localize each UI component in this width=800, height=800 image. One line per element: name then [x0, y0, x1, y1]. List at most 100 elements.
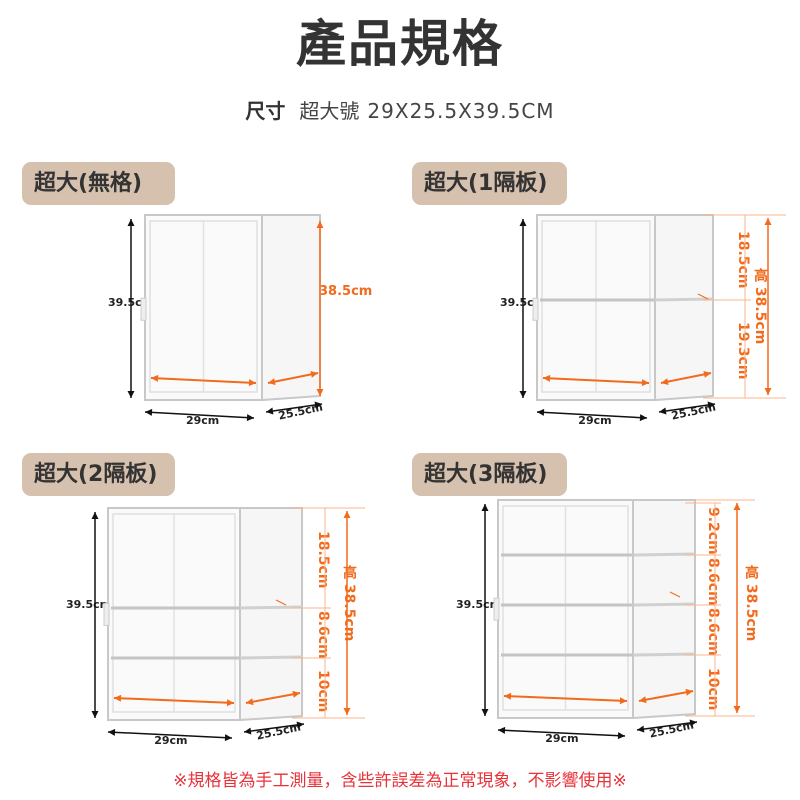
inner-width-arrow-head — [504, 692, 512, 700]
inner-height-label: 高 38.5cm — [341, 565, 357, 642]
inner-height-arrow-head — [733, 503, 741, 510]
width-arrow-head — [224, 734, 232, 742]
section-height-label: 9.2cm — [705, 506, 721, 555]
shelf-side — [632, 552, 696, 557]
inner-width-label: 28.5cm — [584, 362, 638, 377]
inner-height-label: 高 38.5cm — [752, 268, 768, 345]
width-label: 29cm — [185, 414, 220, 427]
inner-height-arrow-head — [343, 511, 351, 518]
panel-label-3: 超大(3隔板) — [412, 453, 567, 496]
height-arrow-head — [519, 391, 527, 398]
inner-height-arrow-head — [343, 708, 351, 715]
depth-arrow-head — [266, 407, 274, 415]
size-line: 尺寸超大號 29X25.5X39.5CM — [0, 95, 800, 124]
size-value: 29X25.5X39.5CM — [367, 99, 555, 123]
height-arrow-head — [481, 504, 489, 511]
section-height-label: 8.6cm — [705, 607, 721, 656]
shelf-side — [239, 655, 303, 660]
inner-height-arrow-head — [316, 389, 324, 396]
height-arrow-head — [519, 219, 527, 226]
shelf-note-line: 約0.7cm — [640, 580, 678, 590]
inner-height-label: 高 38.5cm — [743, 565, 759, 642]
width-arrow-head — [145, 408, 153, 416]
section-height-label: 10cm — [705, 667, 721, 710]
inner-width-arrow-head — [543, 374, 551, 382]
inner-width-arrow-head — [641, 379, 649, 387]
height-arrow-head — [127, 219, 135, 226]
width-arrow-head — [537, 408, 545, 416]
inner-width-arrow — [113, 697, 235, 704]
inner-depth-label: 23.5cm — [263, 356, 319, 383]
depth-arrow-head — [637, 725, 645, 733]
width-arrow-head — [639, 414, 647, 422]
section-height-label: 19.3cm — [735, 322, 751, 380]
inner-width-arrow-head — [114, 694, 122, 702]
page-title: 產品規格 — [296, 15, 504, 73]
shelf-side — [632, 602, 696, 607]
inner-depth-label: 23.5cm — [634, 674, 690, 701]
depth-label: 25.5cm — [255, 720, 302, 743]
shelf-note-line: 約0.7cm — [668, 282, 706, 292]
width-label: 29cm — [578, 414, 612, 427]
shelf-side — [632, 652, 696, 657]
depth-label: 25.5cm — [648, 718, 695, 741]
footnote: ※規格皆為手工測量，含些許誤差為正常現象，不影響使用※ — [173, 771, 627, 791]
width-arrow-head — [617, 732, 625, 740]
shelf-side — [654, 297, 714, 302]
shelf-note-line: 隔板高 — [673, 272, 701, 282]
height-label: 39.5cm — [66, 598, 112, 611]
width-arrow-head — [498, 726, 506, 734]
inner-width-arrow — [542, 377, 650, 384]
width-arrow-head — [108, 728, 116, 736]
shelf-note-line: 隔板高 — [645, 570, 673, 580]
shelf-side — [239, 605, 303, 610]
note-pointer — [697, 293, 709, 300]
depth-arrow-head — [659, 407, 667, 415]
inner-width-arrow-head — [248, 379, 256, 387]
inner-width-arrow-head — [151, 374, 159, 382]
height-label: 39.5cm — [500, 296, 546, 309]
height-arrow-head — [481, 709, 489, 716]
inner-height-arrow-head — [764, 218, 772, 225]
shelf-note-line: 隔板高 — [251, 578, 279, 588]
note-pointer — [275, 599, 287, 606]
width-arrow-head — [246, 414, 254, 422]
size-name: 超大號 — [299, 99, 360, 123]
shelf-thickness-note: 隔板高約0.7cm — [668, 272, 705, 292]
shelf-thickness-note: 隔板高約0.7cm — [640, 570, 677, 590]
inner-height-label: 高38.5cm — [306, 284, 373, 299]
inner-width-arrow-head — [619, 697, 627, 705]
panel-label-1: 超大(1隔板) — [412, 162, 567, 205]
shelf-thickness-note: 隔板高約0.7cm — [246, 578, 283, 598]
inner-height-arrow-head — [733, 706, 741, 713]
inner-width-arrow — [150, 377, 257, 384]
height-arrow-head — [91, 711, 99, 718]
panel-label-0: 超大(無格) — [22, 162, 175, 205]
section-height-label: 10cm — [315, 670, 331, 713]
inner-height-arrow-head — [764, 388, 772, 395]
width-label: 29cm — [154, 734, 188, 747]
section-height-label: 18.5cm — [735, 230, 751, 288]
inner-depth-label: 23.5cm — [241, 676, 297, 703]
width-label: 29cm — [545, 732, 579, 745]
inner-width-label: 28.5cm — [160, 682, 215, 697]
size-label: 尺寸 — [245, 99, 286, 123]
depth-label: 25.5cm — [277, 400, 324, 423]
inner-width-arrow-head — [226, 699, 234, 707]
section-height-label: 8.6cm — [315, 610, 331, 659]
height-label: 39.5cm — [456, 598, 502, 611]
height-arrow-head — [91, 512, 99, 519]
shelf-note-line: 約0.7cm — [246, 588, 284, 598]
inner-height-arrow-head — [316, 221, 324, 228]
height-arrow-head — [127, 391, 135, 398]
inner-width-label: 28.5cm — [191, 362, 246, 377]
section-height-label: 18.5cm — [315, 531, 331, 589]
depth-label: 25.5cm — [670, 400, 717, 423]
note-pointer — [669, 591, 681, 598]
inner-width-arrow — [503, 695, 628, 702]
depth-arrow-head — [244, 727, 252, 735]
section-height-label: 8.6cm — [705, 557, 721, 606]
inner-depth-label: 23.5cm — [656, 356, 712, 383]
inner-width-label: 28.5cm — [552, 680, 606, 695]
panel-label-2: 超大(2隔板) — [22, 453, 175, 496]
